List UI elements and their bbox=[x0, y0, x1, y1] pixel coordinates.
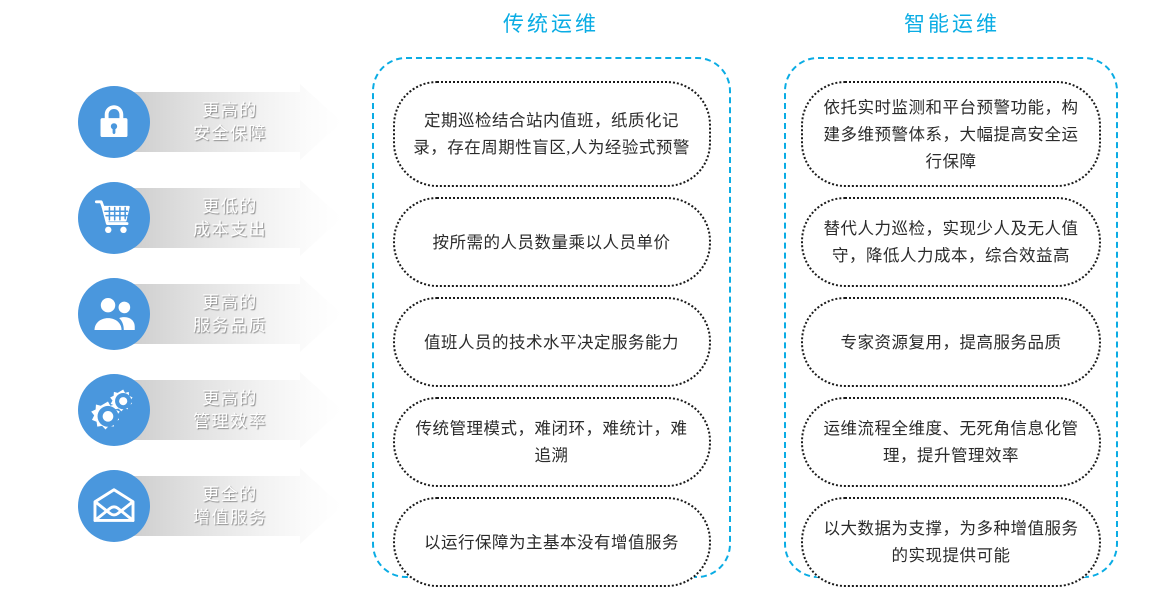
column-title-traditional: 传统运维 bbox=[503, 12, 599, 36]
envelope-icon bbox=[78, 470, 150, 542]
dimension-label: 更全的增值服务 bbox=[150, 468, 310, 544]
content-cell-text: 专家资源复用，提高服务品质 bbox=[840, 332, 1062, 352]
dimension-label-line1: 更低的 bbox=[202, 197, 258, 216]
dimension-label-line1: 更高的 bbox=[202, 389, 258, 408]
content-cell-text: 传统管理模式，难闭环，难统计，难追溯 bbox=[415, 419, 688, 465]
column-panel-traditional: 定期巡检结合站内值班，纸质化记录，存在周期性盲区,人为经验式预警按所需的人员数量… bbox=[372, 57, 731, 587]
content-cell: 按所需的人员数量乘以人员单价 bbox=[392, 197, 711, 287]
content-cell: 定期巡检结合站内值班，纸质化记录，存在周期性盲区,人为经验式预警 bbox=[392, 81, 711, 187]
dimension-label-line1: 更高的 bbox=[202, 293, 258, 312]
cart-icon bbox=[78, 182, 150, 254]
content-cell-text: 以大数据为支撑，为多种增值服务的实现提供可能 bbox=[823, 519, 1079, 565]
dimension-banner: 更低的成本支出 bbox=[0, 180, 350, 256]
content-cell: 以运行保障为主基本没有增值服务 bbox=[392, 497, 711, 587]
dimension-label-line1: 更全的 bbox=[202, 485, 258, 504]
dimension-banner: 更高的服务品质 bbox=[0, 276, 350, 352]
content-cell-text: 按所需的人员数量乘以人员单价 bbox=[432, 232, 671, 252]
content-cell-text: 以运行保障为主基本没有增值服务 bbox=[424, 532, 679, 552]
content-cell: 传统管理模式，难闭环，难统计，难追溯 bbox=[392, 397, 711, 487]
content-cell: 以大数据为支撑，为多种增值服务的实现提供可能 bbox=[801, 497, 1101, 587]
dimension-label-line2: 服务品质 bbox=[193, 316, 267, 335]
dimension-banner: 更全的增值服务 bbox=[0, 468, 350, 544]
dimension-label: 更高的安全保障 bbox=[150, 84, 310, 160]
content-cell: 依托实时监测和平台预警功能，构建多维预警体系，大幅提高安全运行保障 bbox=[801, 81, 1101, 187]
column-title-smart: 智能运维 bbox=[904, 12, 1000, 36]
dimension-label-line1: 更高的 bbox=[202, 101, 258, 120]
dimension-label: 更高的服务品质 bbox=[150, 276, 310, 352]
column-panel-smart: 依托实时监测和平台预警功能，构建多维预警体系，大幅提高安全运行保障替代人力巡检，… bbox=[784, 57, 1118, 587]
dimension-label: 更低的成本支出 bbox=[150, 180, 310, 256]
content-cell: 替代人力巡检，实现少人及无人值守，降低人力成本，综合效益高 bbox=[801, 197, 1101, 287]
content-cell: 专家资源复用，提高服务品质 bbox=[801, 297, 1101, 387]
content-cell-text: 值班人员的技术水平决定服务能力 bbox=[424, 332, 679, 352]
dimension-label-line2: 成本支出 bbox=[193, 220, 267, 239]
dimension-label: 更高的管理效率 bbox=[150, 372, 310, 448]
dimension-banner: 更高的安全保障 bbox=[0, 84, 350, 160]
content-cell-text: 依托实时监测和平台预警功能，构建多维预警体系，大幅提高安全运行保障 bbox=[823, 97, 1079, 171]
lock-icon bbox=[78, 86, 150, 158]
content-cell-text: 替代人力巡检，实现少人及无人值守，降低人力成本，综合效益高 bbox=[823, 219, 1079, 265]
content-cell-text: 运维流程全维度、无死角信息化管理，提升管理效率 bbox=[823, 419, 1079, 465]
dimension-label-line2: 管理效率 bbox=[193, 412, 267, 431]
gears-icon bbox=[78, 374, 150, 446]
content-cell: 值班人员的技术水平决定服务能力 bbox=[392, 297, 711, 387]
people-icon bbox=[78, 278, 150, 350]
content-cell-text: 定期巡检结合站内值班，纸质化记录，存在周期性盲区,人为经验式预警 bbox=[413, 111, 690, 157]
content-cell: 运维流程全维度、无死角信息化管理，提升管理效率 bbox=[801, 397, 1101, 487]
dimension-banner-column: 更高的安全保障更低的成本支出更高的服务品质更高的管理效率更全的增值服务 bbox=[0, 0, 360, 590]
dimension-label-line2: 安全保障 bbox=[193, 124, 267, 143]
dimension-label-line2: 增值服务 bbox=[193, 508, 267, 527]
dimension-banner: 更高的管理效率 bbox=[0, 372, 350, 448]
